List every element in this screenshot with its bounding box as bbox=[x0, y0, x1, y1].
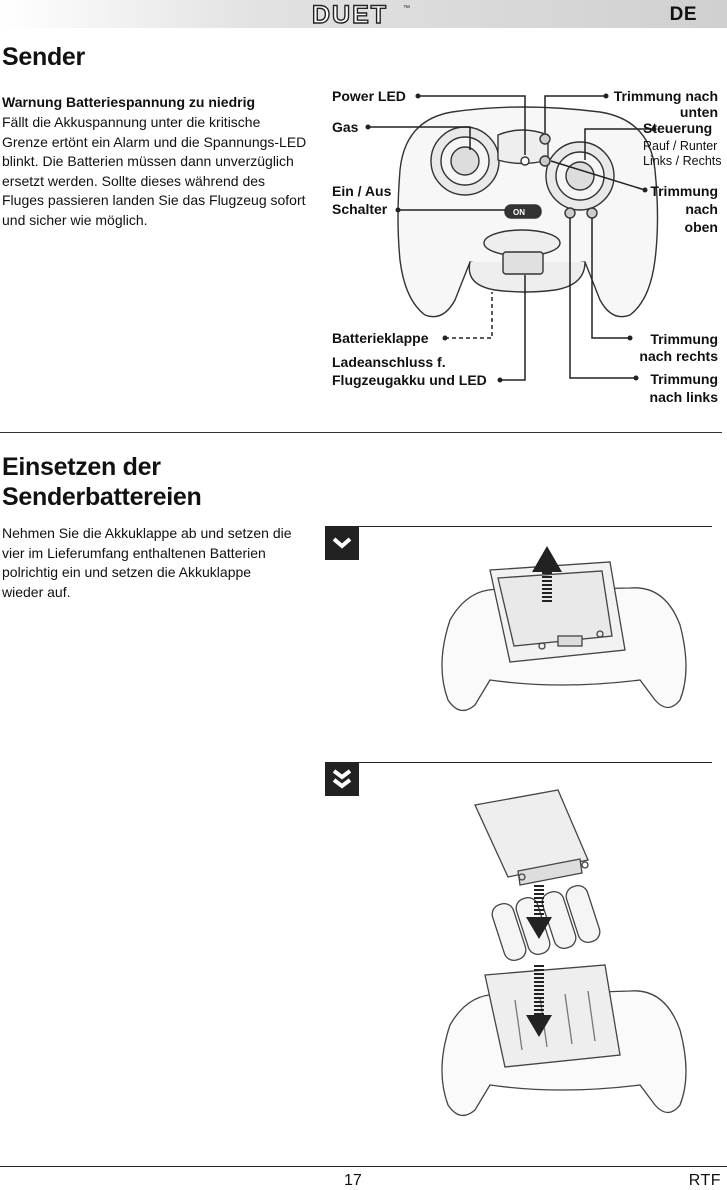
chevron-down-icon bbox=[332, 537, 352, 549]
label-on-off-2: Schalter bbox=[332, 201, 388, 217]
warning-line: blinkt. Die Batterien müssen dann unverz… bbox=[2, 153, 294, 169]
label-trim-right-1: Trimmung bbox=[650, 331, 718, 347]
label-trim-left-2: nach links bbox=[649, 389, 718, 405]
label-trim-down-1: Trimmung nach bbox=[613, 88, 718, 104]
trim-left-button bbox=[564, 207, 576, 219]
trim-up-button bbox=[539, 155, 551, 167]
label-steering-note-1: Rauf / Runter bbox=[643, 139, 718, 153]
svg-text:™: ™ bbox=[403, 5, 410, 12]
warning-line: Grenze ertönt ein Alarm und die Spannung… bbox=[2, 133, 307, 150]
trim-down-button bbox=[539, 133, 551, 145]
step-2-line bbox=[325, 762, 712, 763]
language-label: DE bbox=[669, 4, 697, 25]
instruction-line: wieder auf. bbox=[2, 583, 71, 600]
svg-text:ON: ON bbox=[513, 208, 525, 217]
header-bar bbox=[0, 0, 727, 28]
step-2-illustration bbox=[441, 789, 687, 1117]
label-gas: Gas bbox=[332, 119, 359, 135]
step-1-icon bbox=[325, 526, 359, 560]
battery-door bbox=[502, 251, 544, 275]
warning-line: und sicher wie möglich. bbox=[2, 211, 148, 228]
warning-line: ersetzt werden. Sollte dieses während de… bbox=[2, 172, 266, 189]
section-title-sender: Sender bbox=[2, 43, 85, 71]
section-divider bbox=[0, 432, 722, 433]
footer-line bbox=[0, 1166, 727, 1167]
label-trim-left-1: Trimmung bbox=[650, 371, 718, 387]
instruction-line: polrichtig ein und setzen die Akkuklappe bbox=[2, 564, 252, 580]
label-steering: Steuerung bbox=[643, 120, 713, 136]
label-battery-door: Batterieklappe bbox=[332, 330, 429, 346]
page-number: 17 bbox=[344, 1172, 362, 1189]
label-trim-up-3: oben bbox=[684, 219, 718, 235]
power-switch bbox=[504, 204, 542, 219]
label-trim-right-2: nach rechts bbox=[639, 348, 718, 364]
label-charge-2: Flugzeugakku und LED bbox=[332, 372, 487, 388]
svg-text:DUET: DUET bbox=[312, 1, 388, 27]
step-1-line bbox=[325, 526, 712, 527]
label-on-off-1: Ein / Aus bbox=[332, 183, 392, 199]
footer-tag: RTF bbox=[688, 1172, 721, 1189]
label-trim-up-2: nach bbox=[685, 201, 718, 217]
instruction-line: vier im Lieferumfang enthaltenen Batteri… bbox=[2, 544, 266, 561]
trim-right-button bbox=[586, 207, 598, 219]
warning-text: Fällt die Akkuspannung unter die kritisc… bbox=[2, 113, 332, 230]
step-2-icon bbox=[325, 762, 359, 796]
section-title-batteries-1: Einsetzen der bbox=[2, 453, 161, 481]
warning-line: Fluges passieren landen Sie das Flugzeug… bbox=[2, 192, 306, 208]
section-title-batteries-2: Senderbattereien bbox=[2, 483, 202, 511]
step-1-illustration bbox=[441, 546, 687, 712]
power-led bbox=[520, 156, 530, 166]
instruction-line: Nehmen Sie die Akkuklappe ab und setzen … bbox=[2, 525, 292, 541]
duet-logo: DUET ™ bbox=[311, 1, 410, 27]
label-trim-up-1: Trimmung bbox=[650, 183, 718, 199]
warning-title: Warnung Batteriespannung zu niedrig bbox=[2, 94, 256, 110]
battery-instructions: Nehmen Sie die Akkuklappe ab und setzen … bbox=[2, 524, 322, 602]
transmitter-diagram: ON bbox=[365, 93, 659, 383]
label-steering-note-2: Links / Rechts bbox=[643, 154, 722, 168]
double-chevron-down-icon bbox=[332, 769, 352, 789]
label-power-led: Power LED bbox=[332, 88, 406, 104]
label-trim-down-2: unten bbox=[679, 104, 718, 120]
warning-line: Fällt die Akkuspannung unter die kritisc… bbox=[2, 114, 261, 130]
label-charge-1: Ladeanschluss f. bbox=[332, 354, 446, 370]
